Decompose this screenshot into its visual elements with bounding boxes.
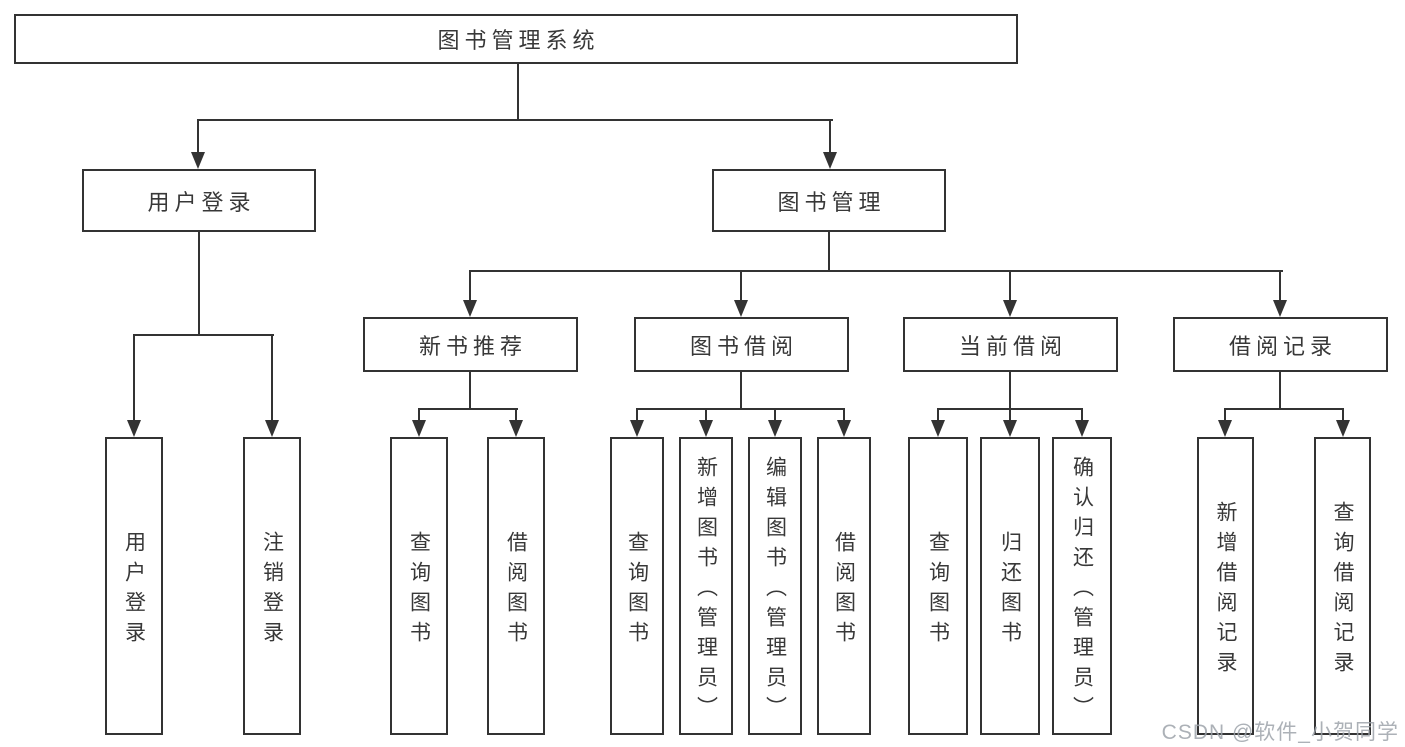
- connector-line: [469, 270, 1283, 272]
- connector-line: [937, 408, 939, 421]
- connector-line: [133, 334, 135, 421]
- arrowhead-icon: [734, 300, 748, 317]
- node-user-login: 用户登录: [82, 169, 316, 232]
- arrowhead-icon: [931, 420, 945, 437]
- connector-line: [418, 408, 420, 421]
- connector-line: [829, 119, 831, 153]
- leaf-borrow-edit-books-admin: 编辑图书（管理员）: [748, 437, 802, 735]
- leaf-borrow-add-books-admin: 新增图书（管理员）: [679, 437, 733, 735]
- arrowhead-icon: [1003, 420, 1017, 437]
- arrowhead-icon: [1075, 420, 1089, 437]
- arrowhead-icon: [837, 420, 851, 437]
- leaf-recommend-borrow-books: 借阅图书: [487, 437, 545, 735]
- connector-line: [517, 64, 519, 121]
- connector-line: [133, 334, 274, 336]
- connector-line: [469, 372, 471, 409]
- connector-line: [515, 408, 517, 421]
- connector-line: [1224, 408, 1344, 410]
- connector-line: [197, 119, 833, 121]
- connector-line: [843, 408, 845, 421]
- node-new-book-recommendation: 新书推荐: [363, 317, 578, 372]
- leaf-borrow-query-books: 查询图书: [610, 437, 664, 735]
- connector-line: [740, 372, 742, 409]
- node-borrowing-records: 借阅记录: [1173, 317, 1388, 372]
- arrowhead-icon: [509, 420, 523, 437]
- connector-line: [1342, 408, 1344, 421]
- node-library-system: 图书管理系统: [14, 14, 1018, 64]
- arrowhead-icon: [699, 420, 713, 437]
- csdn-watermark: CSDN @软件_小贺同学: [1161, 721, 1399, 744]
- arrowhead-icon: [630, 420, 644, 437]
- leaf-borrow-borrow-books: 借阅图书: [817, 437, 871, 735]
- arrowhead-icon: [823, 152, 837, 169]
- connector-line: [1009, 408, 1011, 421]
- connector-line: [636, 408, 845, 410]
- connector-line: [1009, 372, 1011, 409]
- connector-line: [740, 270, 742, 301]
- leaf-user-login: 用户登录: [105, 437, 163, 735]
- connector-line: [469, 270, 471, 301]
- connector-line: [636, 408, 638, 421]
- leaf-record-query-borrow-record: 查询借阅记录: [1314, 437, 1371, 735]
- node-current-borrowing: 当前借阅: [903, 317, 1118, 372]
- connector-line: [1009, 270, 1011, 301]
- arrowhead-icon: [1273, 300, 1287, 317]
- connector-line: [198, 232, 200, 336]
- connector-line: [1279, 270, 1281, 301]
- connector-line: [271, 334, 273, 421]
- node-book-borrowing: 图书借阅: [634, 317, 849, 372]
- connector-line: [197, 119, 199, 153]
- connector-line: [1224, 408, 1226, 421]
- leaf-current-return-books: 归还图书: [980, 437, 1040, 735]
- arrowhead-icon: [191, 152, 205, 169]
- connector-line: [1081, 408, 1083, 421]
- connector-line: [828, 232, 830, 272]
- connector-line: [418, 408, 518, 410]
- arrowhead-icon: [127, 420, 141, 437]
- arrowhead-icon: [412, 420, 426, 437]
- connector-line: [774, 408, 776, 421]
- arrowhead-icon: [1003, 300, 1017, 317]
- arrowhead-icon: [1218, 420, 1232, 437]
- arrowhead-icon: [463, 300, 477, 317]
- arrowhead-icon: [1336, 420, 1350, 437]
- leaf-recommend-query-books: 查询图书: [390, 437, 448, 735]
- node-book-management: 图书管理: [712, 169, 946, 232]
- arrowhead-icon: [768, 420, 782, 437]
- leaf-current-query-books: 查询图书: [908, 437, 968, 735]
- arrowhead-icon: [265, 420, 279, 437]
- connector-line: [705, 408, 707, 421]
- leaf-record-add-borrow-record: 新增借阅记录: [1197, 437, 1254, 735]
- leaf-current-confirm-return-admin: 确认归还（管理员）: [1052, 437, 1112, 735]
- connector-line: [1279, 372, 1281, 409]
- leaf-logout: 注销登录: [243, 437, 301, 735]
